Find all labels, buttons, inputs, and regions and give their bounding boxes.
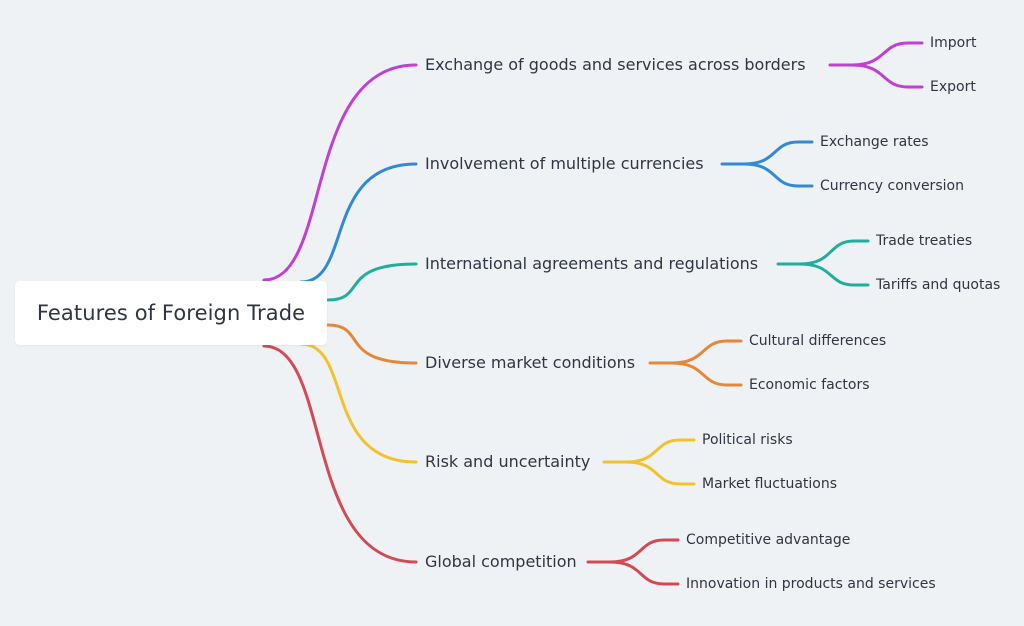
- branch-connector-3: [326, 262, 418, 302]
- branch-connector-1: [262, 63, 418, 282]
- branch-node-2[interactable]: Involvement of multiple currencies: [425, 154, 704, 173]
- leaf-connector-4-1: [670, 339, 743, 365]
- root-node[interactable]: Features of Foreign Trade: [15, 281, 327, 345]
- leaf-node-1-2[interactable]: Export: [930, 79, 976, 95]
- leaf-connector-2-2: [742, 162, 814, 188]
- leaf-node-5-2[interactable]: Market fluctuations: [702, 476, 838, 492]
- branch-connector-6: [262, 344, 418, 564]
- leaf-connector-5-1: [624, 438, 696, 464]
- leaf-connector-6-1: [608, 538, 680, 564]
- leaf-connector-3-1: [798, 239, 870, 266]
- leaf-connector-5-2: [624, 460, 696, 486]
- leaf-node-1-1[interactable]: Import: [930, 35, 977, 51]
- leaf-node-6-2[interactable]: Innovation in products and services: [686, 576, 936, 592]
- leaf-connector-2-1: [742, 140, 814, 166]
- branch-node-6[interactable]: Global competition: [425, 552, 577, 571]
- leaf-connector-4-2: [670, 361, 743, 387]
- leaf-node-6-1[interactable]: Competitive advantage: [686, 532, 851, 548]
- branch-node-1[interactable]: Exchange of goods and services across bo…: [425, 55, 806, 74]
- leaf-node-5-1[interactable]: Political risks: [702, 432, 793, 448]
- branch-node-3[interactable]: International agreements and regulations: [425, 254, 759, 273]
- leaf-connector-1-2: [850, 63, 924, 89]
- leaf-node-3-2[interactable]: Tariffs and quotas: [876, 277, 1001, 293]
- leaf-connector-1-1: [850, 41, 924, 67]
- leaf-node-4-2[interactable]: Economic factors: [749, 377, 870, 393]
- branch-connector-2: [299, 162, 418, 284]
- leaf-connector-6-2: [608, 560, 680, 586]
- leaf-node-2-2[interactable]: Currency conversion: [820, 178, 964, 194]
- branch-node-4[interactable]: Diverse market conditions: [425, 353, 636, 372]
- leaf-connector-3-2: [798, 262, 870, 287]
- root-label: Features of Foreign Trade: [36, 301, 306, 325]
- branch-node-5[interactable]: Risk and uncertainty: [425, 452, 591, 471]
- leaf-node-3-1[interactable]: Trade treaties: [876, 233, 973, 249]
- leaf-node-4-1[interactable]: Cultural differences: [749, 333, 887, 349]
- leaf-node-2-1[interactable]: Exchange rates: [820, 134, 929, 150]
- branch-connector-4: [326, 323, 418, 365]
- branch-connector-5: [299, 342, 418, 464]
